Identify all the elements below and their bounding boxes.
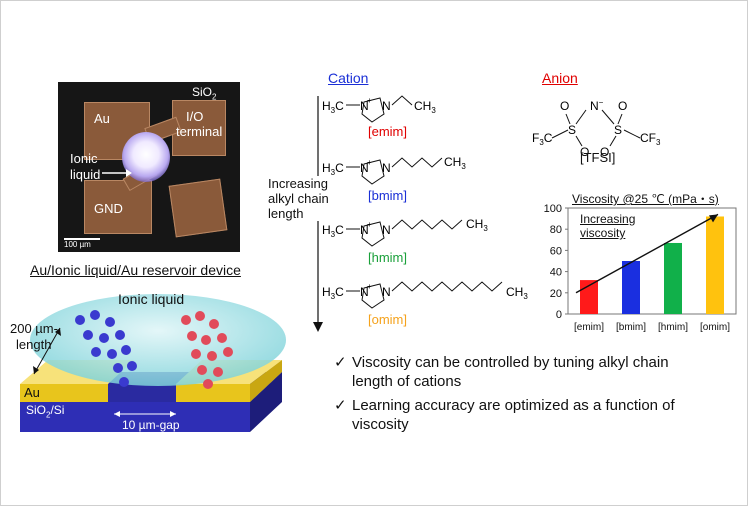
tfsi-label: [TFSI]: [580, 150, 616, 165]
y-tick-label: 0: [556, 309, 562, 321]
scale-bar: [64, 238, 100, 240]
bar-omim: [706, 216, 724, 314]
y-tick-label: 40: [550, 267, 562, 279]
hmim-structure: H3C N+ N CH3: [322, 217, 488, 247]
chart-title: Viscosity @25 ℃ (mPa・s): [572, 192, 719, 206]
io-label-1: I/O: [186, 109, 204, 124]
bullet-1-line-1: Viscosity can be controlled by tuning al…: [352, 354, 669, 371]
svg-text:H3C: H3C: [322, 223, 344, 239]
bullet-2-line-2: viscosity: [352, 416, 409, 433]
au-left-electrode: [20, 384, 108, 402]
bar-bmim: [622, 261, 640, 314]
y-tick-label: 100: [544, 203, 562, 215]
svg-text:CH3: CH3: [414, 99, 436, 115]
device-schematic: [20, 294, 286, 432]
svg-text:+: +: [367, 158, 372, 167]
svg-text:H3C: H3C: [322, 285, 344, 301]
svg-text:N: N: [382, 223, 391, 237]
ionic-label-2: liquid: [70, 167, 101, 182]
au-right-electrode: [176, 384, 250, 402]
cation-title: Cation: [328, 70, 369, 86]
bullet-2-line-1: Learning accuracy are optimized as a fun…: [352, 397, 675, 414]
hmim-label: [hmim]: [368, 250, 407, 265]
anion-title: Anion: [542, 70, 578, 86]
gap-label: 10 µm-gap: [122, 418, 180, 432]
ionic-pointer-arrow: [102, 169, 132, 177]
gnd-label: GND: [94, 201, 123, 216]
chart-annotation: Increasing viscosity: [580, 212, 636, 240]
chain-arrow-label: Increasing alkyl chain length: [268, 176, 329, 221]
svg-text:S: S: [614, 123, 622, 137]
svg-text:N: N: [382, 99, 391, 113]
svg-text:N: N: [360, 285, 369, 299]
svg-text:CH3: CH3: [444, 155, 466, 171]
bar-hmim: [664, 242, 682, 314]
svg-text:N: N: [382, 161, 391, 175]
emim-label: [emim]: [368, 124, 407, 139]
bullet-check-2: ✓: [334, 397, 347, 414]
svg-text:O: O: [580, 145, 589, 159]
length-label-2: length: [16, 337, 52, 352]
tfsi-structure: N− S S O O O O F3C CF3: [532, 98, 661, 159]
sio2-label: SiO2: [192, 85, 217, 102]
y-tick-label: 80: [550, 224, 562, 236]
omim-structure: H3C N+ N CH3: [322, 281, 528, 309]
ionic-liquid-dome: [30, 294, 286, 386]
svg-text:+: +: [367, 96, 372, 105]
ionic-label-1: Ionic: [70, 151, 98, 166]
gnd-pad: [84, 180, 152, 234]
svg-text:+: +: [367, 282, 372, 291]
au-electrode-label: Au: [24, 385, 40, 400]
substrate-block: [20, 402, 250, 432]
bmim-label: [bmim]: [368, 188, 407, 203]
omim-label: [omim]: [368, 312, 407, 327]
svg-text:N−: N−: [590, 98, 604, 113]
svg-text:H3C: H3C: [322, 161, 344, 177]
svg-text:CF3: CF3: [640, 131, 661, 147]
trend-arrow-line: [575, 213, 719, 294]
svg-text:S: S: [568, 123, 576, 137]
viscosity-chart: 0 20 40 60 80 100 [emim] [bmim] [hmim] [omim]: [544, 203, 737, 333]
au-label: Au: [94, 111, 110, 126]
cation-structures: H3C N+ N CH3 H3C N+ N CH3 H3C N+ N CH3 H…: [322, 95, 528, 309]
emim-structure: H3C N+ N CH3: [322, 95, 436, 123]
x-tick-label: [bmim]: [616, 322, 646, 333]
svg-text:CH3: CH3: [466, 217, 488, 233]
x-tick-label: [omim]: [700, 322, 730, 333]
svg-text:+: +: [367, 220, 372, 229]
io-label-2: terminal: [176, 124, 223, 139]
y-tick-label: 60: [550, 245, 562, 257]
trend-arrow-head: [709, 214, 718, 223]
svg-text:N: N: [360, 161, 369, 175]
scale-label: 100 µm: [64, 240, 91, 249]
x-tick-label: [emim]: [574, 322, 604, 333]
x-tick-label: [hmim]: [658, 322, 688, 333]
svg-text:O: O: [560, 99, 569, 113]
svg-text:CH3: CH3: [506, 285, 528, 301]
substrate-label: SiO2/Si: [26, 403, 65, 420]
svg-text:F3C: F3C: [532, 131, 553, 147]
length-label-1: 200 µm-: [10, 321, 58, 336]
svg-text:O: O: [600, 145, 609, 159]
svg-text:N: N: [382, 285, 391, 299]
device-title: Au/Ionic liquid/Au reservoir device: [30, 262, 241, 278]
y-tick-label: 20: [550, 288, 562, 300]
svg-text:N: N: [360, 99, 369, 113]
svg-text:N: N: [360, 223, 369, 237]
pad-bottom-right: [168, 178, 228, 238]
anion-cluster: [181, 311, 233, 389]
bmim-structure: H3C N+ N CH3: [322, 155, 466, 185]
svg-text:H3C: H3C: [322, 99, 344, 115]
cation-cluster: [75, 310, 137, 387]
bullet-1-line-2: length of cations: [352, 373, 462, 390]
bullet-check-1: ✓: [334, 354, 347, 371]
ionic-liquid-label: Ionic liquid: [118, 291, 185, 307]
svg-text:O: O: [618, 99, 627, 113]
device-micrograph: SiO2 Au I/O terminal Ionic liquid GND 10…: [58, 82, 240, 252]
